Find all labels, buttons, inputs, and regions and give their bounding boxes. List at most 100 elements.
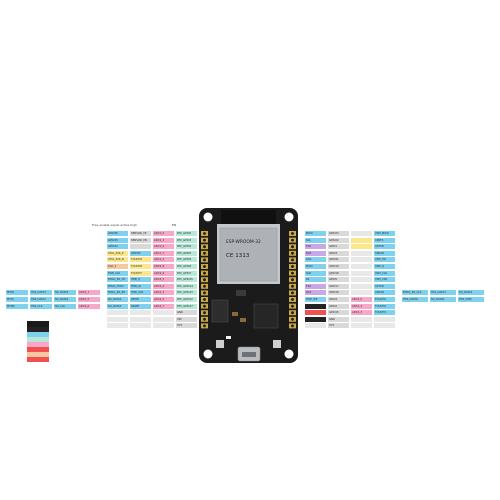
pin-label: ADC1_6: [153, 244, 174, 250]
pin-label: [130, 323, 151, 329]
module-label: ESP-WROOM-32: [226, 239, 261, 245]
pin-label: ADC1_4: [153, 257, 174, 263]
pin-hole: [291, 232, 294, 235]
pin-label: SENSOR_VP: [130, 231, 151, 236]
pin-label: GPIO15: [328, 310, 349, 316]
pin-label: SPIHD: [130, 297, 151, 302]
pin-label: XTAL_32K_N: [107, 257, 128, 263]
pin-label: GPIO18: [328, 270, 349, 276]
en-button: [273, 340, 281, 348]
pin-label: GPIO1: [328, 244, 349, 250]
pin-label: ADC2_7: [153, 303, 174, 309]
pin-hole: [291, 245, 294, 249]
mounting-hole: [284, 349, 294, 359]
pin-label: SCL: [305, 237, 326, 243]
pin-label: EMAC_RX_CLK: [402, 290, 428, 296]
pin-label: RTC_GPIO7: [176, 270, 197, 276]
pin-label: TOUCH2: [374, 303, 395, 309]
pin-label: HS2_CMD: [458, 297, 484, 302]
usb-uart-chip: [253, 303, 279, 329]
pin-label: TX0: [305, 244, 326, 250]
pin-label: ADC2_5: [78, 297, 100, 302]
pin-hole: [203, 304, 206, 308]
pin-label: [130, 310, 151, 316]
pin-label: VSPI_Q: [374, 264, 395, 269]
pin-label: GND: [328, 316, 349, 322]
pin-label: GPIO4: [328, 297, 349, 302]
pin-hole: [203, 265, 206, 268]
pin-label: RX2: [305, 290, 326, 296]
pin-label: HSPI_Q: [130, 277, 151, 283]
pin-label: GPIO35: [130, 250, 151, 256]
pin-label: U2TXD: [374, 283, 395, 289]
pin-hole: [203, 245, 206, 249]
pin-label: SD_DATA1: [458, 290, 484, 296]
pin-label: GND: [176, 310, 197, 316]
pin-hole: [203, 232, 206, 235]
pin-label: RTC_GPIO14: [176, 283, 197, 289]
pin-label: TOUCH8: [130, 264, 151, 269]
pin-label: TOUCH0: [374, 297, 395, 302]
pin-label: [107, 316, 128, 322]
pin-label: GPIO21: [328, 257, 349, 263]
pin-label: U0RXD: [374, 250, 395, 256]
component: [240, 318, 246, 322]
pin-header-left: [201, 231, 208, 329]
pin-label: [351, 237, 372, 243]
pin-hole: [291, 304, 294, 308]
pin-label: SPIWP: [130, 303, 151, 309]
pin-label: TOUCH3: [374, 310, 395, 316]
usb-port: [242, 352, 256, 357]
pin-label: [351, 316, 372, 322]
pin-label: ADC2_3: [153, 290, 174, 296]
pin-hole: [203, 271, 206, 275]
boot-button: [216, 340, 224, 348]
pin-hole: [291, 298, 294, 301]
pin-label: [305, 323, 326, 329]
pin-label: DAC_1: [107, 264, 128, 269]
pin-label: SD_DATA2: [54, 297, 76, 302]
pin-label: MOSI: [305, 231, 326, 236]
pin-hole: [291, 291, 294, 295]
pin-label: [130, 244, 151, 250]
pin-label: GPIO5: [328, 277, 349, 283]
pin-label: [351, 264, 372, 269]
pin-label: EMAC_TXD3: [107, 283, 128, 289]
pin-label: [305, 316, 326, 322]
pin-label: U2RXD: [374, 290, 395, 296]
pin-label: EMAC_RX_ER: [107, 290, 128, 296]
module-cert: CE 1313: [226, 253, 250, 259]
pin-label: VSPI_HD: [374, 257, 395, 263]
pin-label: [351, 250, 372, 256]
pin-hole: [203, 258, 206, 262]
pin-label: ADC1_7: [153, 250, 174, 256]
pin-hole: [203, 251, 206, 255]
pin-label: EMAC_RX_DV: [107, 277, 128, 283]
pin-hole: [203, 298, 206, 301]
pin-label: SD_CLK: [54, 303, 76, 309]
pin-hole: [291, 238, 294, 242]
pin-label: RTC_GPIO0: [176, 231, 197, 236]
pin-label: RTC_GPIO6: [176, 264, 197, 269]
pin-label: [130, 316, 151, 322]
module-shield: [219, 227, 278, 282]
pin-label: VIN: [176, 316, 197, 322]
pin-label: ADC1_0: [153, 231, 174, 236]
pin-label: [153, 316, 174, 322]
pin-label: MTCK: [6, 290, 28, 296]
pin-hole: [203, 278, 206, 282]
pin-hole: [203, 311, 206, 315]
led: [226, 336, 231, 339]
pin-label: GPIO36: [107, 231, 128, 236]
pin-label: ADC2_2: [351, 303, 372, 309]
pin-label: [351, 231, 372, 236]
legend-swatch: [27, 347, 49, 352]
pin-label: [351, 323, 372, 329]
pin-label: ADC2_9: [153, 270, 174, 276]
pin-label: [351, 277, 372, 283]
pin-label: RTC_GPIO4: [176, 244, 197, 250]
pin-label: [305, 303, 326, 309]
pin-label: TX2: [305, 283, 326, 289]
pin-label: [153, 310, 174, 316]
pin-label: HSPI_ID: [130, 283, 151, 289]
